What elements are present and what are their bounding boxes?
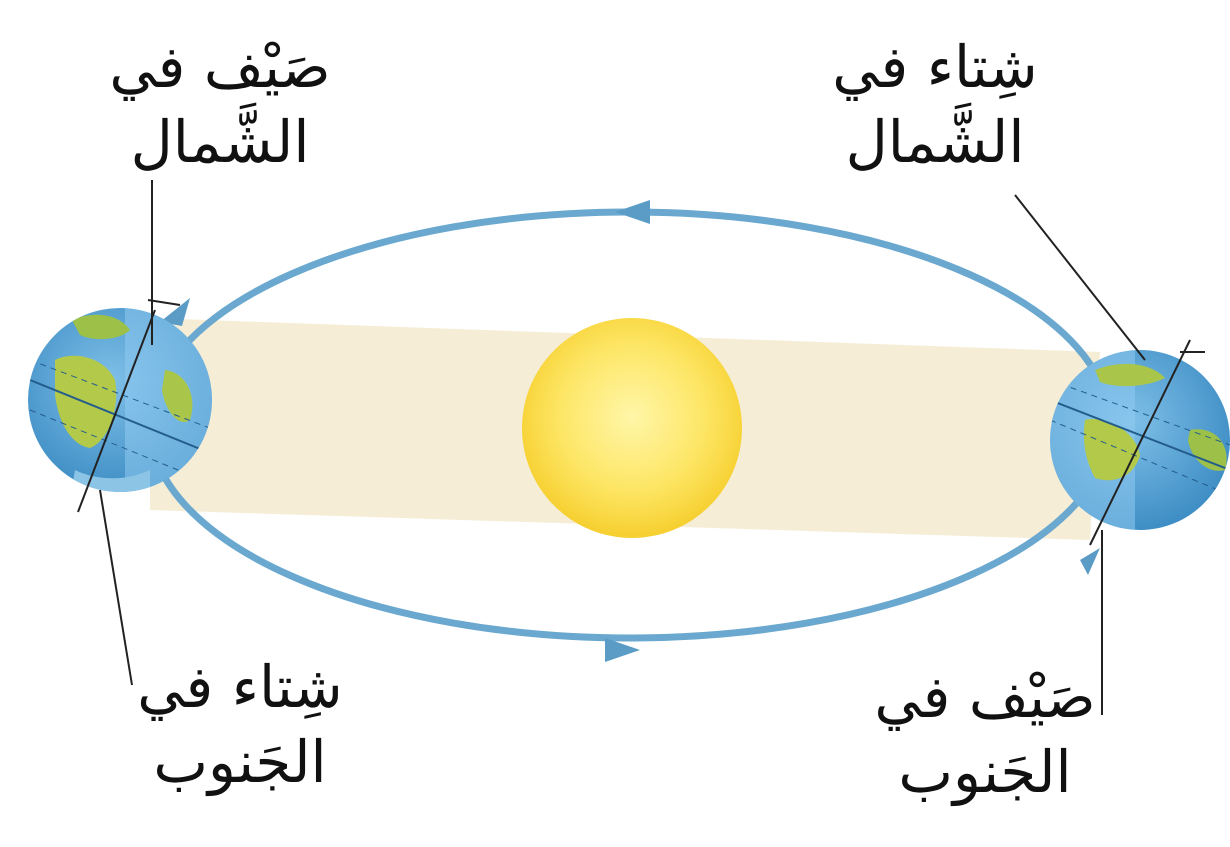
label-winter-south-left: شِتاء في الجَنوب bbox=[125, 650, 355, 801]
label-line: الشَّمال bbox=[820, 105, 1050, 180]
label-line: شِتاء في bbox=[820, 30, 1050, 105]
label-summer-south-right: صَيْف في الجَنوب bbox=[860, 660, 1110, 811]
orbit-arrow-top-icon bbox=[615, 200, 650, 224]
label-line: الجَنوب bbox=[860, 735, 1110, 810]
orbit-arrow-lower-right-icon bbox=[1080, 548, 1100, 575]
sun bbox=[522, 318, 742, 538]
label-line: شِتاء في bbox=[125, 650, 355, 725]
label-line: الشَّمال bbox=[95, 105, 345, 180]
label-line: الجَنوب bbox=[125, 725, 355, 800]
label-summer-north-left: صَيْف في الشَّمال bbox=[95, 30, 345, 181]
leader-line-top-right bbox=[1015, 195, 1145, 360]
label-line: صَيْف في bbox=[860, 660, 1110, 735]
orbit-arrow-bottom-icon bbox=[605, 638, 640, 662]
label-winter-north-right: شِتاء في الشَّمال bbox=[820, 30, 1050, 181]
label-line: صَيْف في bbox=[95, 30, 345, 105]
